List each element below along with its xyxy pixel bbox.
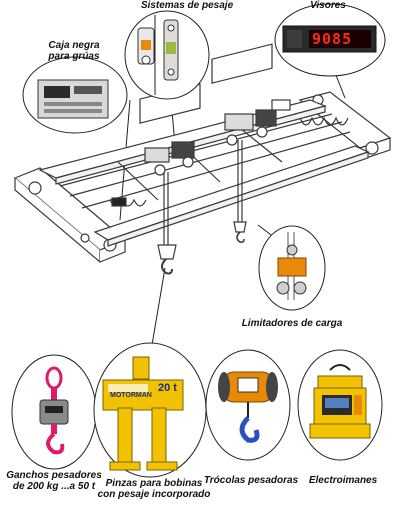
crane-scale-label: Ganchos pesadores de 200 kg ...a 50 t xyxy=(6,470,102,492)
load-link-icon xyxy=(163,19,179,81)
crane-scale-callout xyxy=(11,354,97,470)
trolley-right xyxy=(211,43,291,146)
weighing-hoist-icon xyxy=(218,371,278,443)
clamp-capacity-text: 20 t xyxy=(158,382,177,394)
load-limiter-icon xyxy=(276,232,307,300)
weighing-systems-callout xyxy=(124,10,210,100)
black-box-label: Caja negra para grúas xyxy=(48,40,100,62)
clamp-brand-text: MOTORMAN xyxy=(110,392,152,399)
black-box-callout xyxy=(22,56,128,134)
displays-label: Visores xyxy=(310,0,346,11)
weighing-hoist-label: Trócolas pesadoras xyxy=(203,475,299,486)
load-limiters-callout xyxy=(258,225,326,311)
coil-clamp-callout xyxy=(93,342,207,478)
displays-callout xyxy=(274,3,386,77)
black-box-device xyxy=(37,79,109,119)
coil-clamp-label: Pinzas para bobinas con pesaje incorpora… xyxy=(97,478,211,500)
coil-clamp-icon xyxy=(102,356,184,471)
load-limiters-label: Limitadores de carga xyxy=(241,318,343,329)
electromagnet-icon xyxy=(309,364,371,439)
electromagnet-label: Electroimanes xyxy=(308,475,378,486)
remote-display-icon xyxy=(282,25,377,53)
display-readout: 9085 xyxy=(312,30,353,48)
weighing-hoist-callout xyxy=(205,349,291,461)
weighing-systems-label: Sistemas de pesaje xyxy=(140,0,234,11)
load-cell-pin-icon xyxy=(137,27,155,65)
crane-scale-hook-icon xyxy=(39,366,69,455)
overhead-crane xyxy=(13,43,392,275)
electromagnet-callout xyxy=(297,349,383,461)
